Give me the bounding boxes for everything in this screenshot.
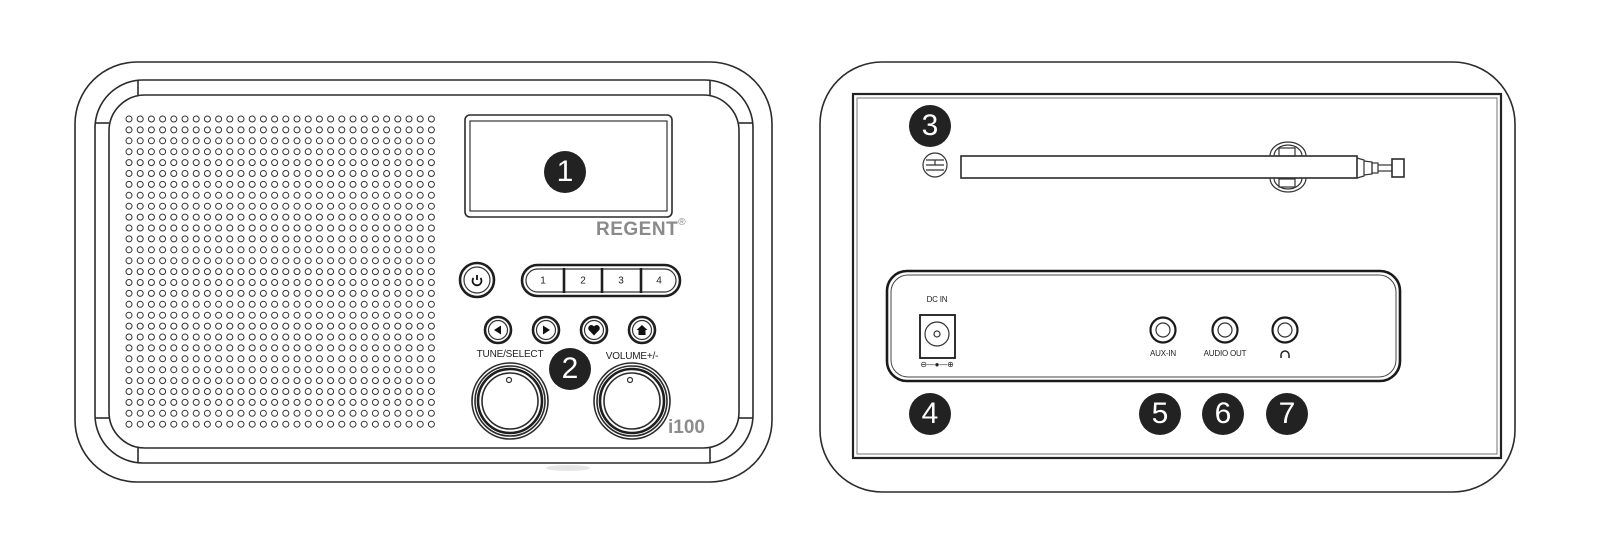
front-view bbox=[74, 61, 773, 483]
antenna-rod bbox=[960, 155, 1358, 179]
volume-knob[interactable] bbox=[593, 362, 671, 440]
preset-buttons[interactable] bbox=[520, 263, 682, 298]
preset-4-label: 4 bbox=[656, 275, 662, 287]
tune-select-label: TUNE/SELECT bbox=[476, 349, 544, 360]
front-frame bbox=[94, 79, 754, 464]
aux-in-label: AUX-IN bbox=[1150, 349, 1176, 358]
brand-logo: REGENT® bbox=[596, 217, 687, 240]
dc-in-label: DC IN bbox=[926, 295, 948, 304]
volume-label: VOLUME+/- bbox=[605, 351, 659, 362]
power-button[interactable] bbox=[458, 261, 496, 299]
nav-button-right[interactable] bbox=[531, 315, 561, 345]
callout-3: 3 bbox=[909, 105, 951, 147]
heart-icon bbox=[588, 325, 600, 336]
callout-1: 1 bbox=[544, 151, 586, 193]
audio-out-jack[interactable] bbox=[1211, 316, 1239, 344]
tune-select-knob[interactable] bbox=[471, 362, 549, 440]
favorite-button[interactable] bbox=[579, 315, 609, 345]
back-view bbox=[819, 61, 1516, 493]
preset-1-label: 1 bbox=[540, 275, 546, 287]
home-icon bbox=[636, 325, 648, 335]
polarity-symbol: ⊖—●—⊕ bbox=[920, 360, 954, 369]
preset-2-label: 2 bbox=[580, 275, 586, 287]
callout-6: 6 bbox=[1202, 393, 1244, 435]
power-icon bbox=[471, 277, 483, 287]
preset-3-label: 3 bbox=[618, 275, 624, 287]
callout-7: 7 bbox=[1266, 393, 1308, 435]
callout-4: 4 bbox=[909, 393, 951, 435]
back-panel bbox=[851, 92, 1503, 460]
display-inner bbox=[469, 120, 668, 212]
right-arrow-icon bbox=[543, 325, 550, 335]
speaker-grille bbox=[125, 115, 435, 428]
antenna bbox=[922, 141, 1405, 193]
headphones-icon bbox=[1280, 350, 1290, 358]
left-arrow-icon bbox=[494, 325, 501, 335]
aux-in-jack[interactable] bbox=[1149, 316, 1177, 344]
connector-panel bbox=[885, 269, 1402, 383]
callout-5: 5 bbox=[1139, 393, 1181, 435]
front-outer-shell bbox=[74, 61, 773, 483]
audio-out-label: AUDIO OUT bbox=[1203, 349, 1247, 358]
display-screen bbox=[464, 114, 673, 218]
dc-in-jack[interactable] bbox=[919, 314, 956, 359]
front-panel bbox=[108, 94, 740, 449]
headphone-jack[interactable] bbox=[1271, 316, 1299, 344]
home-button[interactable] bbox=[627, 315, 657, 345]
model-label: i100 bbox=[668, 417, 705, 438]
nav-button-left[interactable] bbox=[483, 315, 513, 345]
back-outer-shell bbox=[819, 61, 1516, 493]
callout-2: 2 bbox=[549, 348, 591, 390]
